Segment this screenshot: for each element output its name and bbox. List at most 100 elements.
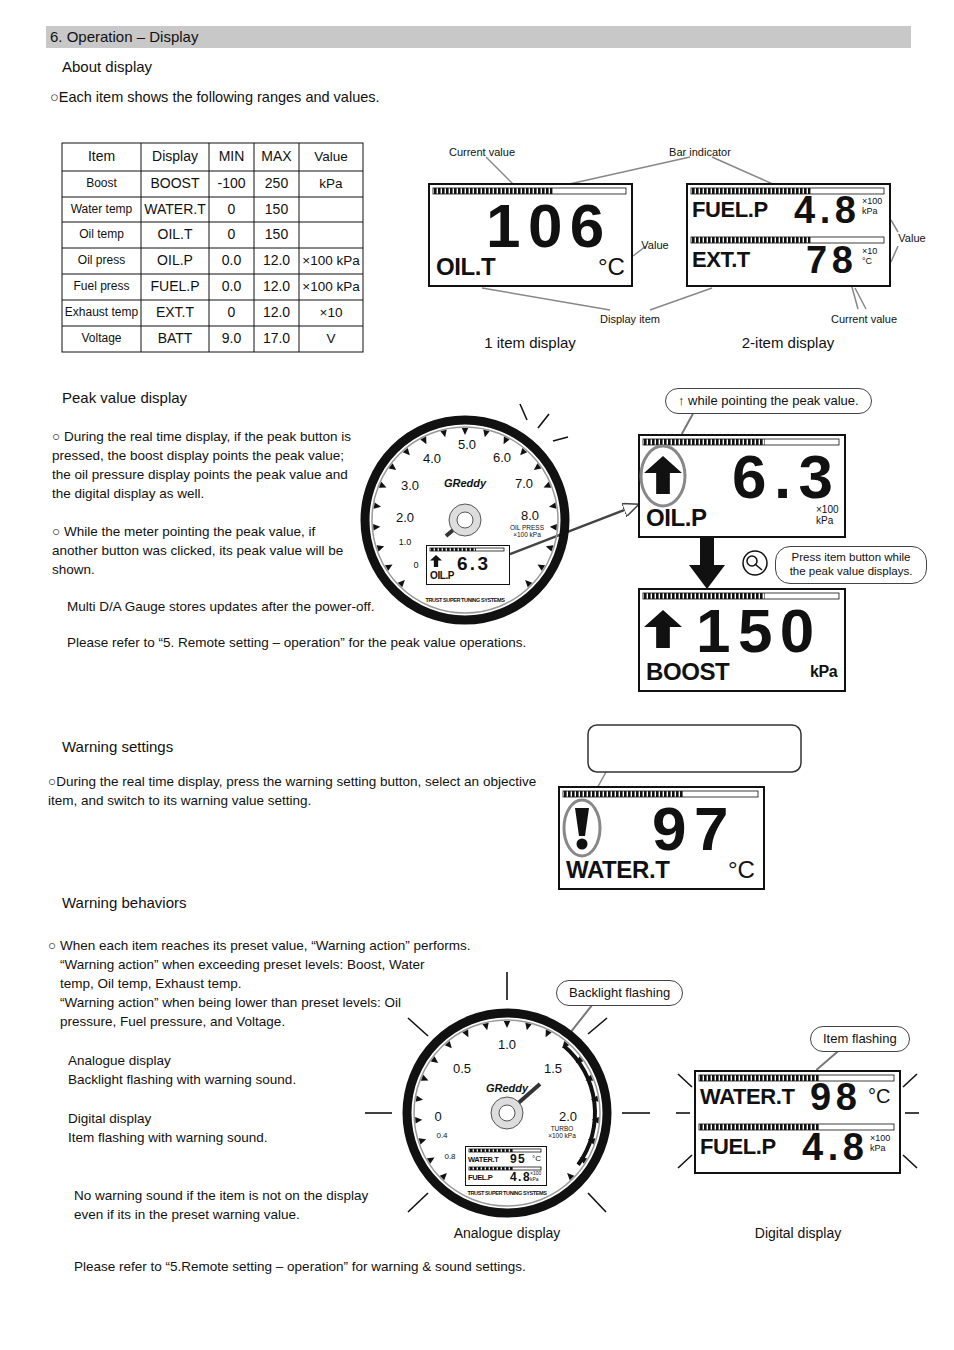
tick-mark	[403, 448, 410, 455]
node-text: 2.0	[396, 511, 414, 524]
gauge-hub	[449, 504, 481, 536]
table-cell: -100	[217, 176, 245, 191]
table-cell: OIL.P	[157, 253, 193, 268]
flash-ray	[903, 1155, 917, 1168]
table-grid	[62, 143, 363, 352]
highlight-ring	[564, 800, 600, 856]
table-cell: Value	[314, 150, 348, 165]
node-text: 6.3	[732, 446, 841, 508]
label-text: ○ While the meter pointing the peak valu…	[52, 522, 352, 579]
node-text: 106	[486, 195, 612, 257]
table-cell: 12.0	[263, 279, 290, 294]
node-text: 3.0	[401, 479, 419, 492]
node-text: 4.8	[510, 1171, 531, 1183]
tick-mark	[546, 545, 554, 551]
tick-mark	[462, 1030, 468, 1038]
connector-arrow	[816, 1052, 837, 1070]
flash-ray	[365, 1112, 392, 1114]
tick-mark	[549, 502, 556, 508]
tick-mark	[379, 482, 387, 488]
callout-bubble: Press item button while the peak value d…	[775, 546, 927, 584]
table-cell: BOOST	[150, 176, 199, 191]
node-text: 4.8	[794, 191, 861, 229]
table-cell: FUEL.P	[150, 279, 199, 294]
node-text: 0.5	[453, 1062, 471, 1075]
node-text: ↑ while pointing the peak value.	[678, 393, 859, 408]
node-text: ×100 kPa	[870, 1134, 896, 1154]
tick-mark	[546, 1030, 552, 1038]
flash-ray	[538, 414, 549, 428]
flash-ray	[676, 1112, 690, 1114]
tick-mark	[520, 448, 527, 455]
bar-indicator	[563, 791, 758, 797]
node-text: 8.0	[521, 509, 539, 522]
node-text: TURBO ×100 kPa	[544, 1125, 580, 1139]
connector-arrow	[570, 1006, 592, 1034]
table-cell: Item	[88, 149, 115, 164]
item-button-icon	[743, 551, 767, 575]
node-text: 4.0	[423, 452, 441, 465]
empty-callout	[588, 725, 801, 772]
tick-mark	[567, 1173, 574, 1180]
flash-ray	[408, 1193, 428, 1212]
node-text: °C	[868, 1086, 890, 1106]
bar-indicator	[469, 1149, 514, 1152]
item-button-icon	[755, 564, 762, 570]
table-cell: 0	[228, 202, 236, 217]
node-text: 1.0	[399, 538, 412, 547]
node-text: BOOST	[646, 660, 729, 684]
lcd-display: 6.3OIL.P×100 kPa	[638, 434, 846, 538]
leader-line	[482, 288, 610, 310]
callout-bubble: Backlight flashing	[556, 980, 683, 1006]
table-cell: ×100 kPa	[302, 254, 359, 269]
label-text: Warning behaviors	[62, 893, 187, 912]
flash-ray	[588, 1018, 607, 1034]
table-cell: EXT.T	[156, 305, 194, 320]
bar-indicator	[563, 791, 684, 797]
node-text: 97	[652, 798, 736, 860]
table-grid	[62, 143, 363, 352]
bar-indicator	[643, 593, 839, 599]
label-text: Item flashing with warning sound.	[68, 1128, 268, 1147]
tick-mark	[550, 524, 557, 530]
leader-line	[482, 157, 898, 810]
label-text: Value	[641, 236, 668, 255]
table-cell: OIL.T	[157, 227, 192, 242]
table-cell: MIN	[219, 149, 245, 164]
lcd-display: FUEL.P4.8×100 kPaEXT.T78×10 °C	[686, 183, 891, 287]
table-cell: 0	[228, 227, 236, 242]
node-text: OIL.P	[430, 571, 454, 581]
table-grid	[62, 197, 363, 198]
callout-bubble: Item flashing	[810, 1026, 910, 1052]
node-text: GReddy	[486, 1083, 528, 1094]
tick-mark	[544, 482, 552, 488]
tick-mark	[482, 1023, 488, 1031]
flash-ray	[408, 1018, 428, 1036]
node-text: Item flashing	[823, 1031, 897, 1046]
label-text: ○ When each item reaches its preset valu…	[48, 936, 471, 955]
up-arrow-icon	[644, 610, 682, 648]
leader-line	[891, 220, 898, 232]
table-grid	[141, 143, 142, 352]
label-text: Value	[898, 229, 925, 248]
table-cell: 12.0	[263, 305, 290, 320]
warning-icon	[575, 808, 589, 836]
table-cell: 0.0	[222, 279, 241, 294]
node-text: 2.0	[559, 1110, 577, 1123]
tick-mark	[377, 545, 385, 551]
leader-line	[855, 288, 866, 309]
label-text: Display item	[600, 310, 660, 329]
label-text: 2-item display	[742, 333, 835, 352]
label-text: Warning settings	[62, 737, 173, 756]
table-grid	[62, 300, 363, 301]
tick-mark	[525, 1023, 531, 1031]
gauge-lcd-inset: WATER.T95°CFUEL.P4.8×100 kPa	[465, 1146, 547, 1186]
label-text: Peak value display	[62, 388, 187, 407]
table-cell: ×100 kPa	[302, 280, 359, 295]
label-text: Current value	[831, 310, 897, 329]
gauge-hub	[499, 1105, 515, 1121]
node-text: WATER.T	[468, 1156, 498, 1164]
table-grid	[209, 143, 210, 352]
table-cell: Oil temp	[79, 228, 124, 241]
tick-mark	[440, 1173, 447, 1180]
